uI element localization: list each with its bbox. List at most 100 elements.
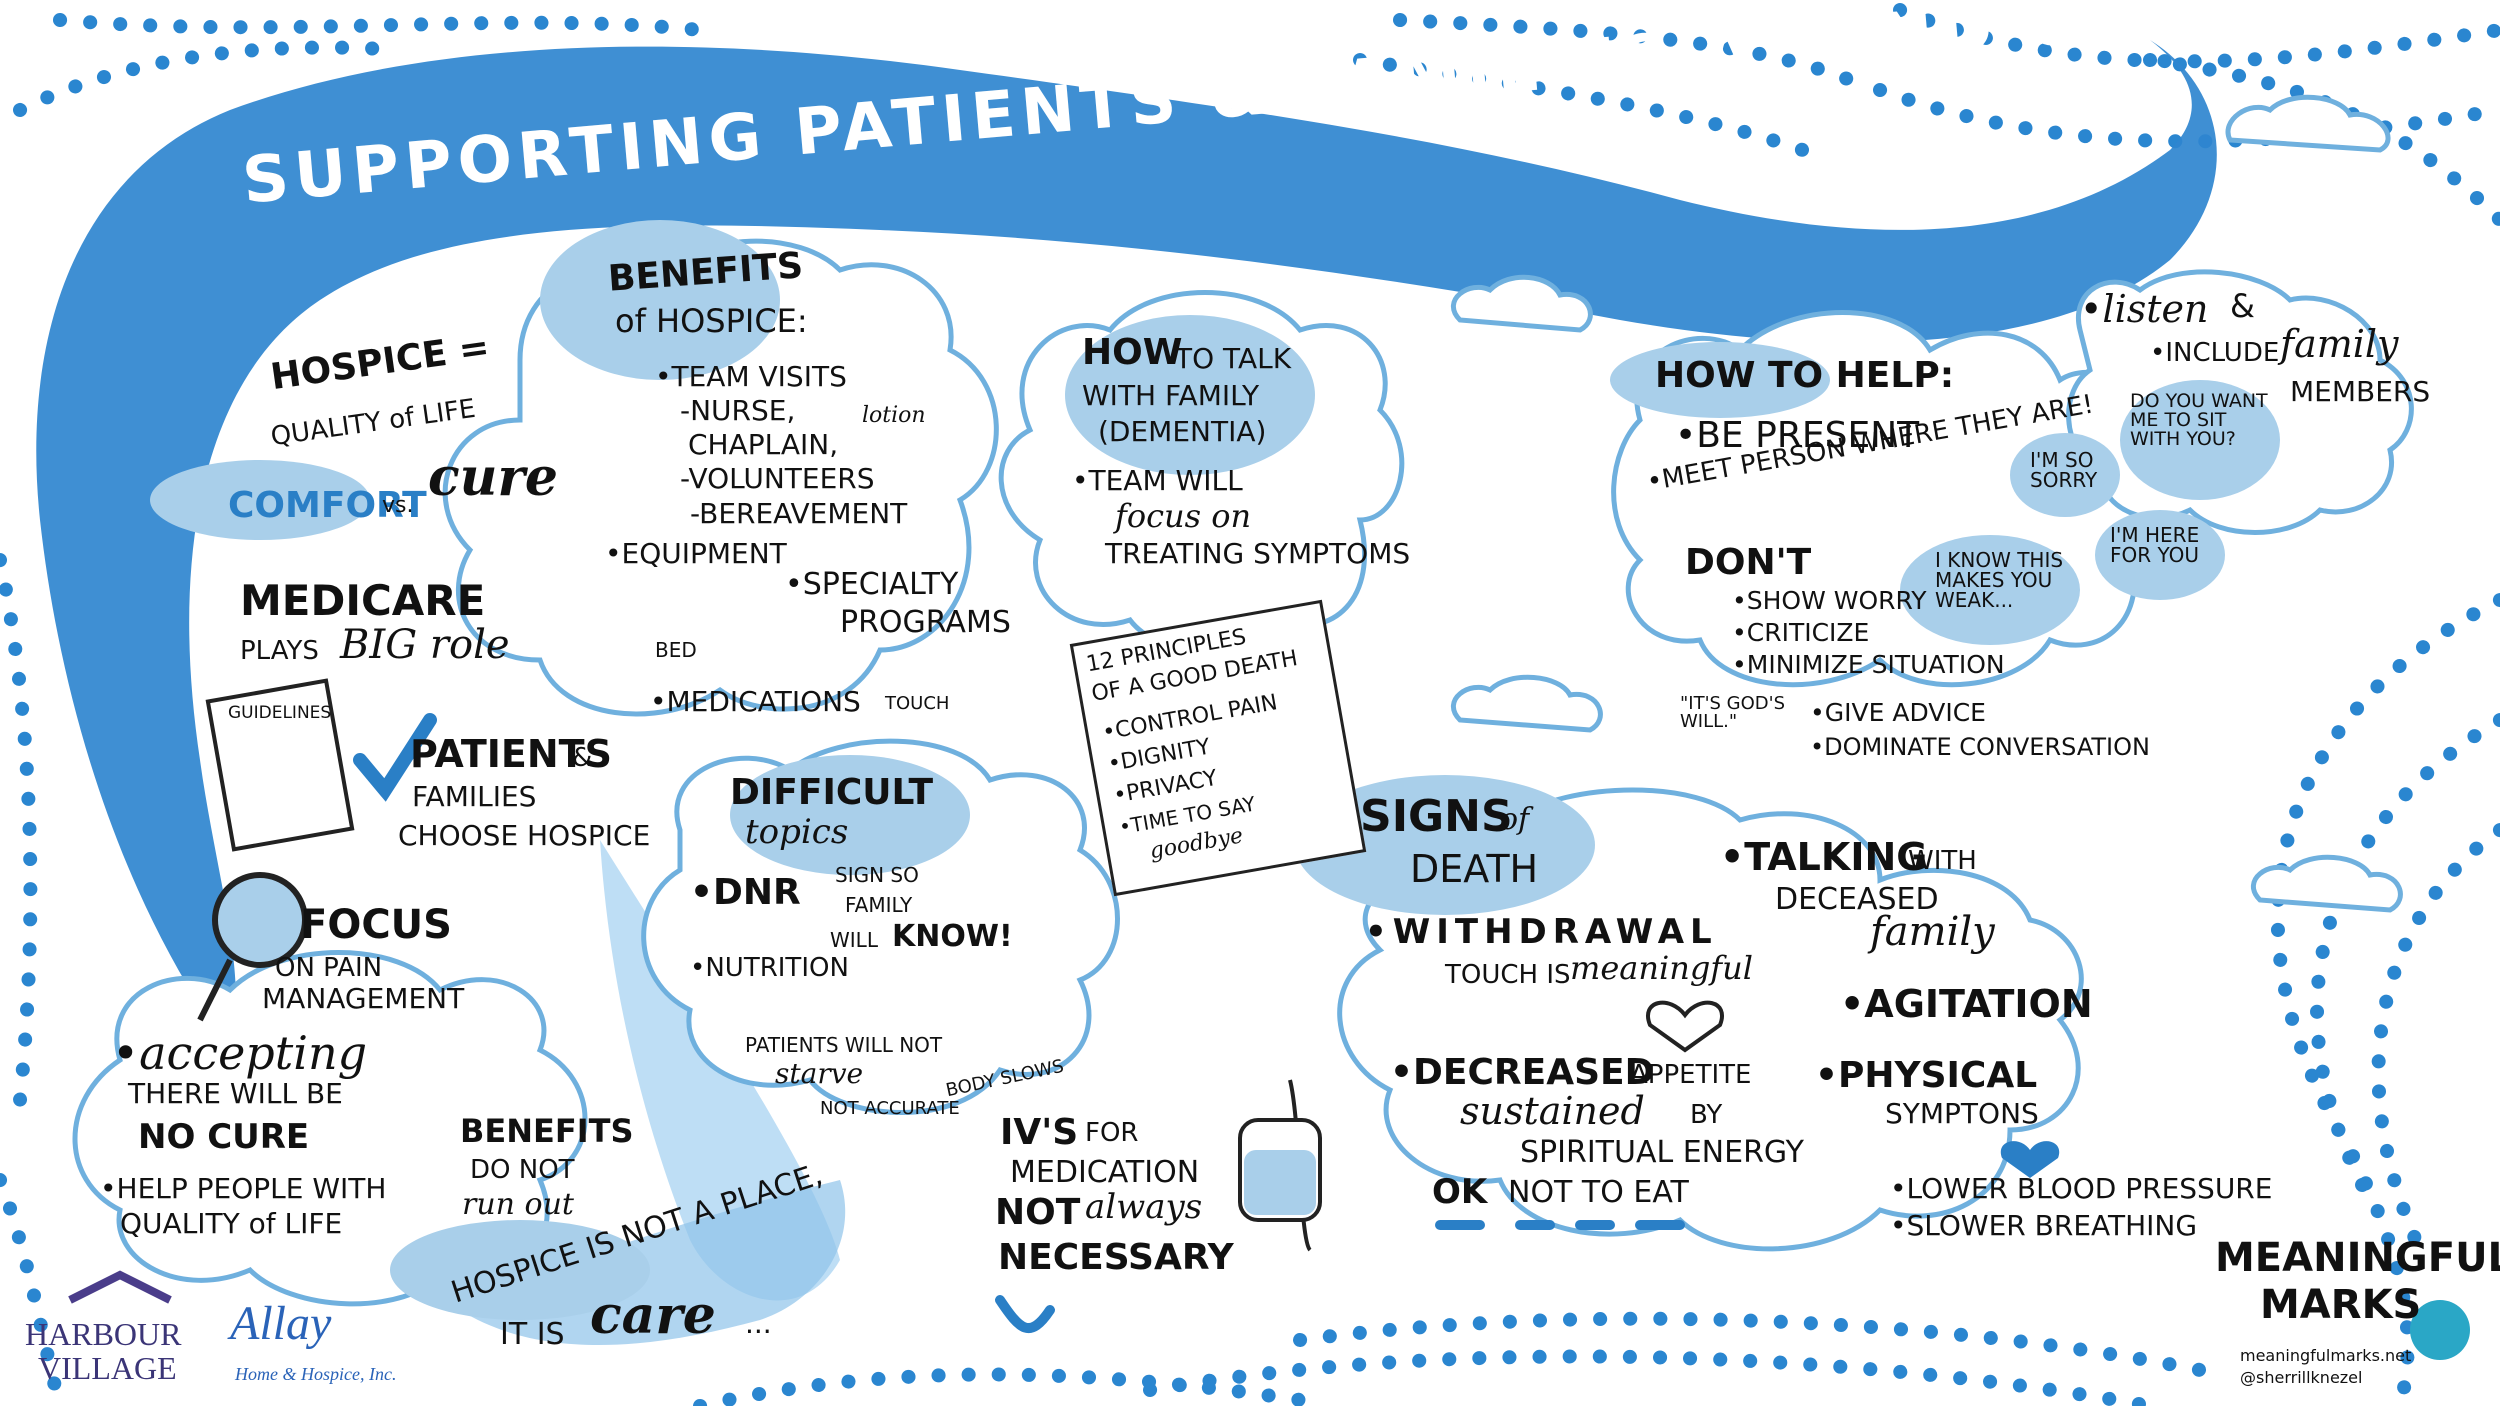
ivs-heading: IV'S — [1000, 1112, 1079, 1153]
signs-family-label: family — [1870, 909, 1995, 955]
families-label: FAMILIES — [412, 780, 537, 813]
dont-item: •CRITICIZE — [1732, 618, 1870, 647]
starve-label: starve — [775, 1057, 864, 1090]
programs-item: PROGRAMS — [840, 605, 1011, 640]
bereavement-item: -BEREAVEMENT — [690, 497, 908, 530]
be-present-item: •BE PRESENT — [1675, 415, 1920, 456]
family-label: FAMILY — [845, 893, 913, 917]
patients-will-not-label: PATIENTS WILL NOT — [745, 1033, 943, 1057]
appetite-label: APPETITE — [1630, 1060, 1752, 1090]
mm-url: meaningfulmarks.net — [2240, 1346, 2412, 1365]
sustained-label: sustained — [1460, 1089, 1645, 1133]
specialty-item: •SPECIALTY — [785, 567, 959, 602]
symptoms-label: SYMPTONS — [1885, 1097, 2039, 1130]
team-will-label: •TEAM WILL — [1072, 464, 1243, 497]
there-will-be-label: THERE WILL BE — [128, 1077, 343, 1110]
family-word: family — [2280, 322, 2399, 366]
plays-label: PLAYS — [240, 636, 319, 666]
village-text: VILLAGE — [38, 1350, 177, 1386]
members-word: MEMBERS — [2290, 375, 2431, 408]
how-label: HOW — [1082, 332, 1183, 373]
bubble-here-for-you: I'M HERE FOR YOU — [2110, 523, 2200, 567]
meaningful-label: meaningful — [1570, 949, 1753, 987]
quality-of-life-2: QUALITY of LIFE — [120, 1207, 343, 1240]
with-family-label: WITH FAMILY — [1082, 379, 1260, 412]
difficult-heading: DIFFICULT — [730, 772, 934, 813]
touch-label: TOUCH — [885, 693, 950, 714]
principles-section: 12 PRINCIPLES OF A GOOD DEATH •CONTROL P… — [1069, 599, 1367, 897]
signs-heading: SIGNS — [1360, 791, 1513, 842]
know-label: KNOW! — [892, 919, 1013, 954]
lotion-label: lotion — [862, 403, 926, 428]
patients-label: PATIENTS — [410, 732, 612, 776]
benefits-run-heading: BENEFITS — [460, 1112, 634, 1150]
mm-line-2: MARKS — [2260, 1282, 2422, 1328]
mm-line-1: MEANINGFUL — [2215, 1235, 2500, 1281]
by-label: BY — [1690, 1100, 1723, 1130]
comfort-label: COMFORT — [228, 485, 427, 526]
talking-item: •TALKING — [1720, 835, 1928, 879]
physical-item: •PHYSICAL — [1815, 1055, 2038, 1096]
of-hospice-label: of HOSPICE: — [615, 302, 808, 340]
bubble-sit-with-you: DO YOU WANT ME TO SIT WITH YOU? — [2130, 390, 2268, 450]
help-people-item: •HELP PEOPLE WITH — [100, 1172, 387, 1205]
decreased-item: •DECREASED — [1390, 1052, 1655, 1093]
how-to-help-heading: HOW TO HELP: — [1655, 355, 1955, 396]
bubble-so-sorry: I'M SO SORRY — [2030, 448, 2098, 492]
ivs-for: FOR — [1085, 1118, 1139, 1148]
allay-sub-text: Home & Hospice, Inc. — [235, 1364, 397, 1384]
deceased-label: DECEASED — [1775, 882, 1939, 917]
choose-hospice-label: CHOOSE HOSPICE — [398, 819, 651, 852]
iv-bag-icon — [1238, 1079, 1322, 1252]
magnifier-icon — [197, 872, 308, 1022]
with-label: WITH — [1908, 846, 1977, 876]
dnr-item: •DNR — [690, 872, 801, 913]
medicare-label: MEDICARE — [240, 576, 486, 625]
bubble-makes-you-weak: I KNOW THIS MAKES YOU WEAK... — [1935, 548, 2064, 612]
ok-label: OK — [1432, 1172, 1488, 1212]
dont-dominate: •DOMINATE CONVERSATION — [1810, 733, 2150, 761]
guidelines-label: GUIDELINES — [228, 703, 332, 723]
run-out-label: run out — [462, 1187, 574, 1222]
ivs-always: always — [1085, 1187, 1203, 1227]
signs-of: of — [1500, 802, 1530, 837]
death-label: DEATH — [1410, 847, 1539, 891]
mm-logo-circle — [2410, 1300, 2470, 1360]
on-pain-label: ON PAIN — [275, 953, 383, 983]
listen-item: •listen — [2080, 287, 2209, 331]
agitation-item: •AGITATION — [1840, 982, 2093, 1026]
blood-pressure-item: •LOWER BLOOD PRESSURE — [1890, 1172, 2273, 1205]
sign-so-label: SIGN SO — [835, 863, 919, 887]
speech-bubbles — [1900, 380, 2280, 645]
volunteers-item: -VOLUNTEERS — [680, 462, 875, 495]
do-not-label: DO NOT — [470, 1155, 575, 1185]
amp-label: & — [572, 743, 593, 773]
nutrition-item: •NUTRITION — [690, 953, 849, 983]
underline-marks — [995, 1220, 1685, 1334]
bed-label: BED — [655, 638, 697, 662]
big-role-label: BIG role — [340, 622, 510, 668]
heart-icon — [1646, 1000, 1724, 1053]
checkmark-icon — [353, 713, 437, 802]
title-ribbon — [36, 40, 2217, 1050]
ivs-necessary: NECESSARY — [998, 1237, 1234, 1278]
mm-handle: @sherrillknezel — [2240, 1368, 2363, 1387]
will-label: WILL — [830, 928, 878, 952]
nurse-item: -NURSE, — [680, 394, 796, 427]
listen-amp: & — [2230, 287, 2255, 325]
no-cure-label: NO CURE — [138, 1117, 310, 1157]
gods-will-quote: "IT'S GOD'S WILL." — [1680, 693, 1786, 732]
touch-is-label: TOUCH IS — [1445, 960, 1571, 990]
treating-symptoms-label: TREATING SYMPTOMS — [1105, 537, 1411, 570]
chaplain-item: CHAPLAIN, — [688, 428, 839, 461]
highlight-blobs — [150, 220, 1830, 1320]
focus-heading: FOCUS — [300, 902, 452, 948]
ellipsis-label: ... — [745, 1307, 772, 1340]
ivs-not: NOT — [995, 1192, 1081, 1233]
not-accurate-label: NOT ACCURATE — [820, 1098, 960, 1119]
management-label: MANAGEMENT — [262, 982, 465, 1015]
not-to-eat-label: NOT TO EAT — [1508, 1175, 1689, 1210]
dont-item: •MINIMIZE SITUATION — [1732, 650, 2005, 679]
accepting-item: •accepting — [112, 1026, 368, 1080]
